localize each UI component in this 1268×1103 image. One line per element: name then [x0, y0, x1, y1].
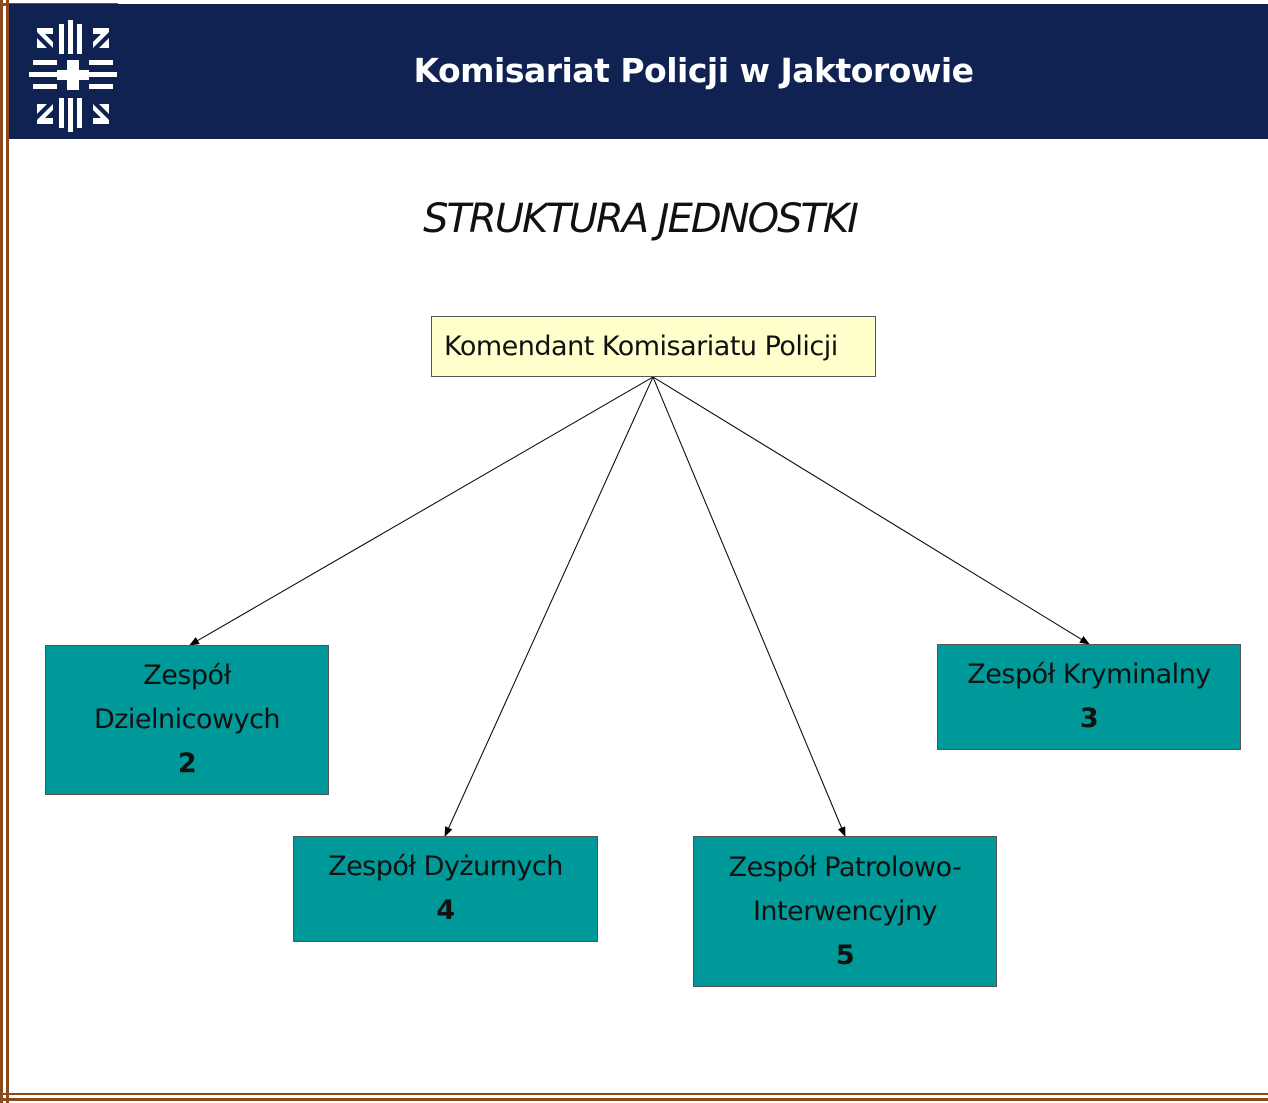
node-label-line2: Interwencyjny [752, 895, 938, 927]
node-zespol-dzielnicowych: Zespół Dzielnicowych 2 [45, 645, 329, 795]
node-label-line1: Zespół Dyżurnych [328, 851, 563, 882]
node-komendant: Komendant Komisariatu Policji [431, 316, 876, 377]
frame-bottom-border [0, 1098, 1268, 1101]
node-label-line1: Zespół Patrolowo- [728, 851, 962, 883]
arrow-to-dzielnicowych [189, 376, 654, 646]
node-zespol-patrolowo-interwencyjny: Zespół Patrolowo- Interwencyjny 5 [693, 836, 997, 987]
node-label-line1: Zespół [143, 660, 231, 691]
page-title: STRUKTURA JEDNOSTKI [423, 196, 859, 242]
frame-left-border [0, 0, 3, 1103]
node-label-line1: Zespół Kryminalny [967, 659, 1211, 690]
node-zespol-dyzurnych: Zespół Dyżurnych 4 [293, 836, 598, 942]
header-title: Komisariat Policji w Jaktorowie [413, 51, 974, 90]
node-count: 4 [436, 895, 455, 926]
frame-left-border-inner [6, 0, 9, 1103]
arrow-to-patrolowo [652, 376, 846, 837]
node-zespol-kryminalny: Zespół Kryminalny 3 [937, 644, 1241, 750]
frame-bottom-border-inner [0, 1093, 1268, 1095]
arrow-to-dyzurnych [444, 376, 654, 837]
police-star-logo-icon [29, 20, 117, 132]
node-count: 2 [177, 748, 197, 779]
node-count: 3 [1079, 703, 1099, 734]
node-count: 5 [835, 939, 855, 971]
arrow-to-kryminalny [652, 376, 1090, 645]
header-banner: Komisariat Policji w Jaktorowie [9, 4, 1268, 139]
node-label-line2: Dzielnicowych [93, 704, 281, 735]
node-komendant-label: Komendant Komisariatu Policji [444, 330, 838, 362]
